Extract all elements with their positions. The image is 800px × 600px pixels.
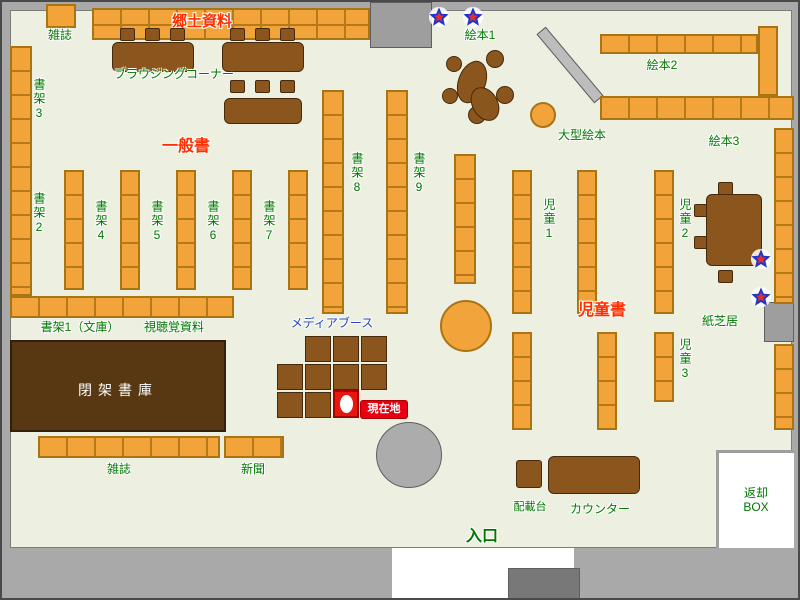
shelf7-label: 書架7 <box>262 200 276 244</box>
closed-stacks: 閉架書庫 <box>10 340 226 432</box>
star-icon <box>750 248 772 270</box>
counter-desk <box>548 456 640 494</box>
media-booth-seat <box>305 336 331 362</box>
counter-label: カウンター <box>569 502 630 516</box>
star-icon <box>428 6 450 28</box>
picture-books3-shelf <box>600 96 794 120</box>
chair <box>280 80 295 93</box>
magazines-bottom-label: 雑誌 <box>106 462 131 476</box>
bookshelf-column <box>232 170 252 290</box>
children-shelf-column <box>512 332 532 430</box>
distribution-stand <box>516 460 542 488</box>
current-location-booth <box>333 390 359 418</box>
right-wall-shelf <box>774 128 794 304</box>
return-box-line1: 返却 <box>743 486 768 500</box>
media-booth-seat <box>305 364 331 390</box>
general-books-label: 一般書 <box>161 138 210 155</box>
stool <box>442 88 458 104</box>
stool <box>496 86 514 104</box>
shelf3-label: 書架3 <box>32 78 46 122</box>
picture-books2-label: 絵本2 <box>646 58 678 72</box>
large-picture-book-stand <box>530 102 556 128</box>
chair <box>120 28 135 41</box>
bookshelf-column <box>64 170 84 290</box>
children-shelf-column <box>597 332 617 430</box>
chair <box>145 28 160 41</box>
newspapers-label: 新聞 <box>240 462 265 476</box>
picture-books2-shelf <box>600 34 758 54</box>
pillar-round <box>376 422 442 488</box>
bookshelf-column <box>386 90 408 314</box>
star-icon <box>462 6 484 28</box>
picture-books3-label: 絵本3 <box>708 134 740 148</box>
bookshelf-column <box>454 154 476 284</box>
media-booth-seat <box>361 336 387 362</box>
children3-label: 児童3 <box>678 338 692 382</box>
magazines-bottom-shelf <box>38 436 220 458</box>
distribution-stand-label: 配載台 <box>513 501 547 513</box>
pillar-top <box>370 2 432 48</box>
return-box-label: 返却 BOX <box>724 486 788 514</box>
browsing-table <box>224 98 302 124</box>
media-booth-seat <box>305 392 331 418</box>
chair <box>718 270 733 283</box>
children-shelf-column <box>512 170 532 314</box>
bookshelf-column <box>322 90 344 314</box>
chair <box>170 28 185 41</box>
newspapers-shelf <box>224 436 284 458</box>
chair <box>230 80 245 93</box>
shelf4-label: 書架4 <box>94 200 108 244</box>
right-wall-shelf <box>774 344 794 430</box>
children-shelf-column <box>654 332 674 402</box>
children-books-label: 児童書 <box>577 302 626 319</box>
kamishibai-label: 紙芝居 <box>701 314 738 328</box>
shelf5-label: 書架5 <box>150 200 164 244</box>
pillar-bottom <box>508 568 580 598</box>
shelf9-label: 書架9 <box>412 152 426 196</box>
wall-block-right <box>764 302 794 342</box>
large-picture-books-label: 大型絵本 <box>557 128 606 142</box>
chair <box>255 80 270 93</box>
media-booth-seat <box>277 364 303 390</box>
picture-books1-label: 絵本1 <box>464 28 496 42</box>
children-shelf-column <box>654 170 674 314</box>
return-box-alcove <box>716 450 794 548</box>
closed-stacks-label: 閉架書庫 <box>78 382 158 398</box>
shelf6-label: 書架6 <box>206 200 220 244</box>
chair <box>280 28 295 41</box>
local-materials-label: 郷土資料 <box>171 13 232 30</box>
current-location-marker: 現在地 <box>360 400 408 419</box>
shelf1-bunko-label: 書架1（文庫） <box>40 320 120 334</box>
browsing-table <box>222 42 304 72</box>
media-booth-label: メディアブース <box>290 316 374 330</box>
children1-label: 児童1 <box>542 198 556 242</box>
media-booth-seat <box>333 364 359 390</box>
shelf1-bunko-shelf <box>10 296 234 318</box>
bookshelf-column <box>288 170 308 290</box>
browsing-corner-label: ブラウジングコーナー <box>113 67 234 81</box>
left-wall-shelf <box>10 46 32 296</box>
star-icon <box>750 286 772 308</box>
corner-shelf <box>758 26 778 96</box>
children2-label: 児童2 <box>678 198 692 242</box>
browsing-table <box>112 42 194 72</box>
shelf8-label: 書架8 <box>350 152 364 196</box>
entrance-label: 入口 <box>465 528 498 545</box>
media-booth-seat <box>333 336 359 362</box>
stool <box>446 56 462 72</box>
audiovisual-label: 視聴覚資料 <box>143 320 204 334</box>
chair <box>255 28 270 41</box>
return-box-line2: BOX <box>743 500 769 514</box>
magazines-top-label: 雑誌 <box>47 28 72 42</box>
media-booth-seat <box>361 364 387 390</box>
chair <box>230 28 245 41</box>
bookshelf-column <box>120 170 140 290</box>
magazine-rack-top <box>46 4 76 28</box>
bookshelf-column <box>176 170 196 290</box>
media-booth-seat <box>277 392 303 418</box>
children-shelf-column <box>577 170 597 314</box>
round-table <box>440 300 492 352</box>
shelf2-label: 書架2 <box>32 192 46 236</box>
stool <box>486 50 504 68</box>
